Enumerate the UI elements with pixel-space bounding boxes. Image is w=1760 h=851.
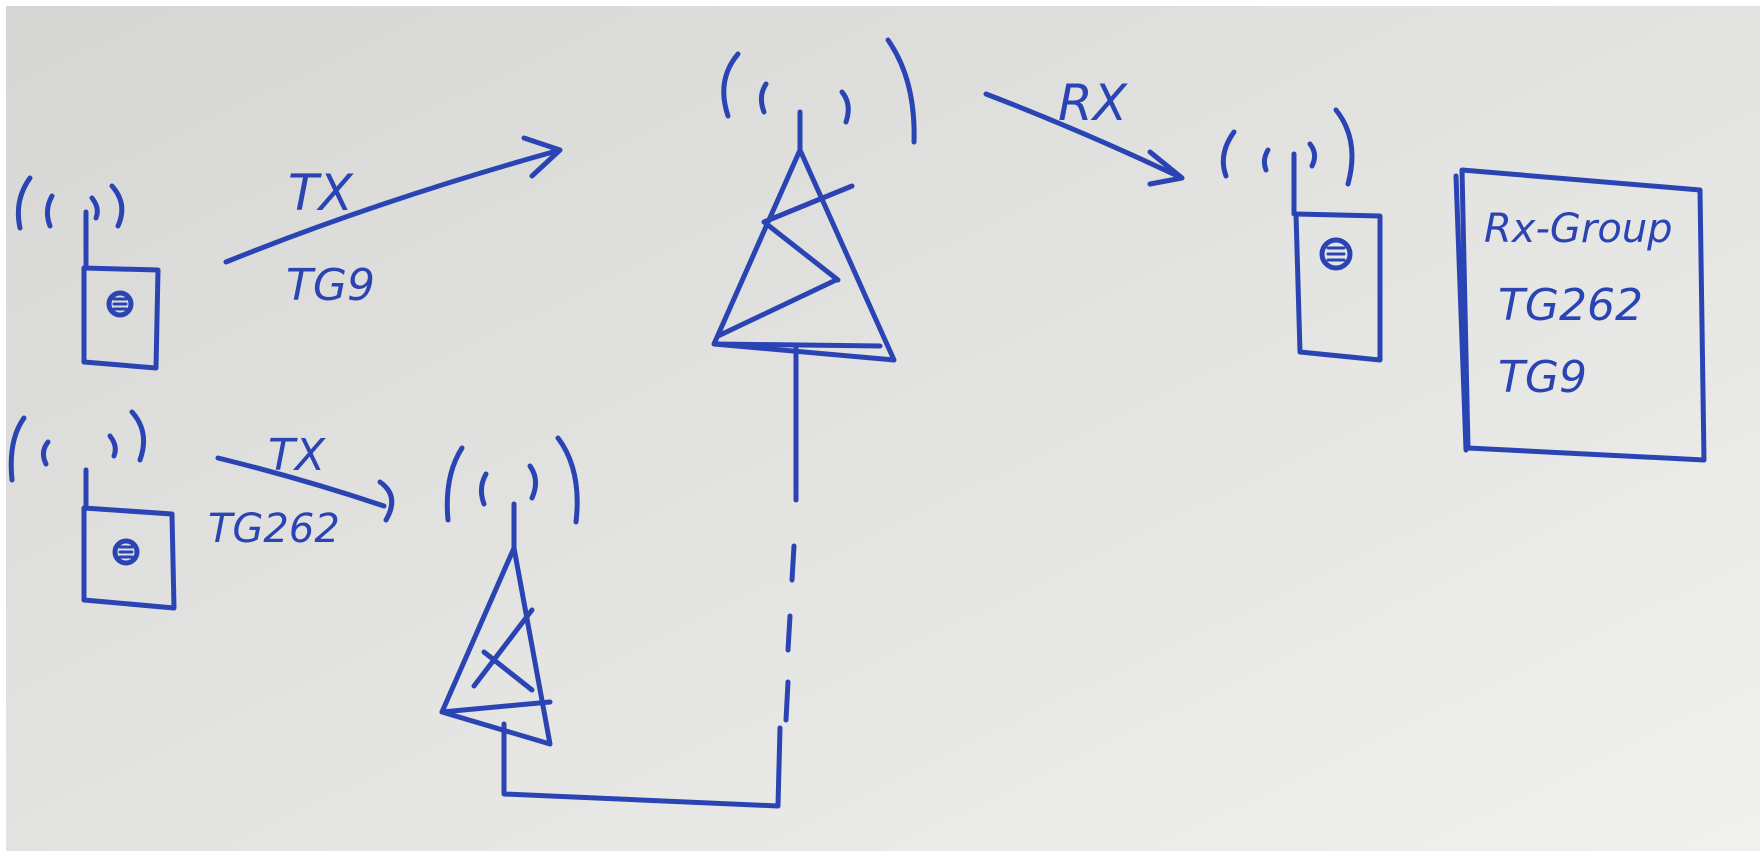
repeater-main-base [716, 344, 880, 346]
tx-bottom-label: TX [268, 430, 326, 481]
tx-top-label: TX [288, 164, 355, 222]
rx-group-entry-tg9: TG9 [1498, 352, 1587, 403]
rx-group-title: Rx-Group [1484, 206, 1673, 252]
tg262-bottom-label: TG262 [208, 506, 340, 552]
rx-label: RX [1058, 74, 1129, 132]
paper-sheet [6, 6, 1760, 851]
tg9-top-label: TG9 [286, 260, 375, 311]
rx-group-entry-tg262: TG262 [1498, 280, 1643, 331]
